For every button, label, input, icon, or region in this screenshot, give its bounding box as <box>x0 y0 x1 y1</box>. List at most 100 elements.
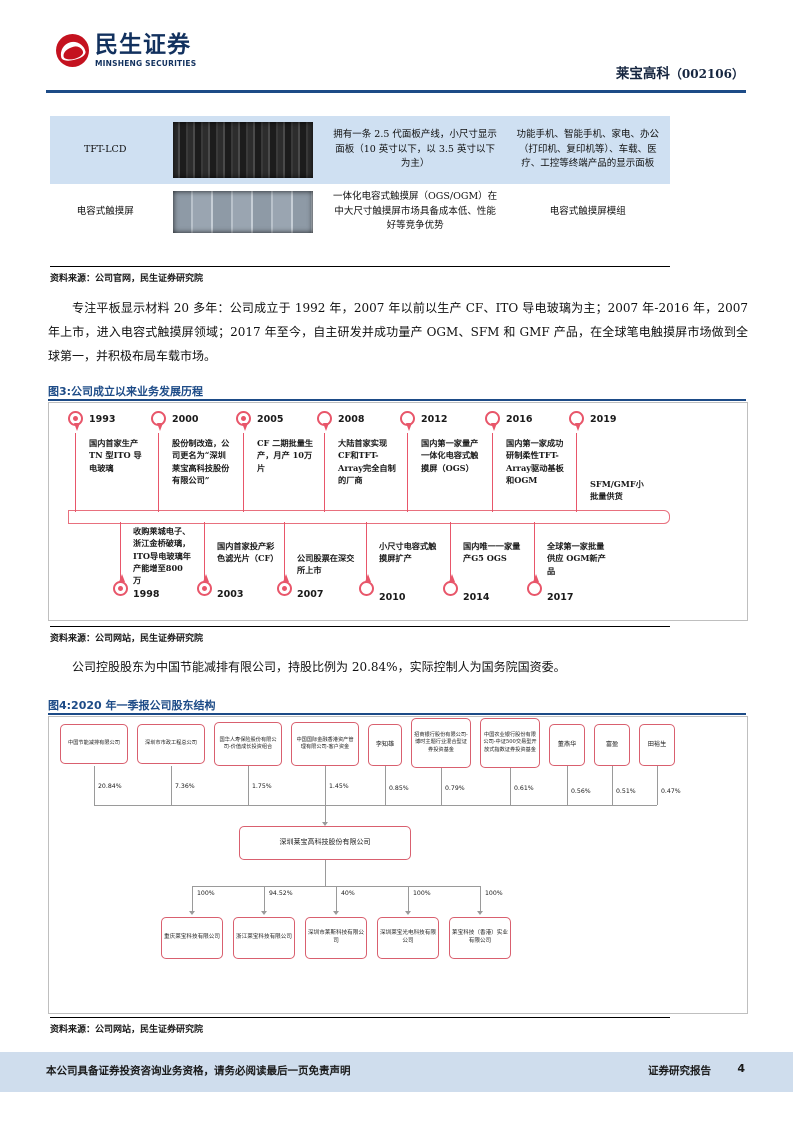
connector-arrow-icon <box>261 911 267 915</box>
connector-line <box>325 766 326 805</box>
timeline-year: 2014 <box>463 592 490 603</box>
footer-page-number: 4 <box>737 1062 745 1075</box>
timeline-pin-icon <box>113 574 130 605</box>
product-table: TFT-LCD 拥有一条 2.5 代面板产线，小尺寸显示面板（10 英寸以下，以… <box>50 116 670 241</box>
timeline-description: 国内第一家量产一体化电容式触摸屏（OGS） <box>421 438 479 473</box>
figure4-source-note: 资料来源：公司网站，民生证券研究院 <box>50 1017 671 1035</box>
timeline-stem <box>407 433 409 512</box>
product-image-cell <box>160 116 325 184</box>
figure3-caption-rule <box>48 399 746 401</box>
header-stock-code: （002106） <box>669 67 744 81</box>
connector-arrow-icon <box>322 822 328 826</box>
timeline-pin-icon <box>151 411 168 435</box>
subsidiary-box: 深圳市莱斯科技有限公司 <box>305 917 367 959</box>
timeline-description: 国内唯一一家量产G5 OGS <box>463 541 521 564</box>
shareholder-box: 富盈 <box>594 724 630 766</box>
timeline-stem <box>366 522 368 584</box>
subsidiary-box: 重庆莱宝科技有限公司 <box>161 917 223 959</box>
connector-line <box>441 768 442 805</box>
center-company-box: 深圳莱宝高科技股份有限公司 <box>239 826 411 860</box>
shareholder-box: 国华人寿保险股份有限公司-价值成长投资组合 <box>214 722 282 766</box>
brand-logo-text: 民生证券 MINSHENG SECURITIES <box>95 34 196 68</box>
timeline-description: 国内第一家成功研制柔性TFT-Array驱动基板和OGM <box>506 438 564 485</box>
subsidiary-box: 浙江莱宝科技有限公司 <box>233 917 295 959</box>
ownership-percent: 1.75% <box>252 783 272 790</box>
connector-line <box>567 766 568 805</box>
product-description-cell: 一体化电容式触摸屏（OGS/OGM）在中大尺寸触摸屏市场具备成本低、性能好等竞争… <box>324 184 506 241</box>
ownership-percent: 0.79% <box>445 785 465 792</box>
brand-logo: 民生证券 MINSHENG SECURITIES <box>56 34 196 68</box>
timeline-pin-icon <box>527 574 544 605</box>
timeline-year: 2010 <box>379 592 406 603</box>
product-name-cell: TFT-LCD <box>50 116 161 184</box>
tft-lcd-panel-photo <box>172 122 313 178</box>
timeline-year: 1993 <box>89 414 116 425</box>
header-company-name: 莱宝高科 <box>615 66 670 82</box>
timeline-stem <box>120 522 122 584</box>
connector-line <box>171 766 172 805</box>
timeline-stem <box>450 522 452 584</box>
capacitive-touch-panel-photo <box>172 191 313 234</box>
table-source-note: 资料来源：公司官网，民生证券研究院 <box>50 266 671 284</box>
subsidiary-percent: 100% <box>413 890 431 897</box>
subsidiary-percent: 94.52% <box>269 890 293 897</box>
header-company-title: 莱宝高科（002106） <box>616 62 744 82</box>
timeline-year: 2008 <box>338 414 365 425</box>
figure4-caption-rule <box>48 713 746 715</box>
ownership-percent: 0.51% <box>616 788 636 795</box>
timeline-description: 国内首家生产 TN 型ITO 导电玻璃 <box>89 438 142 473</box>
subsidiary-box: 莱宝科技（香港）实业有限公司 <box>449 917 511 959</box>
connector-line <box>408 886 409 912</box>
timeline-year: 1998 <box>133 589 160 600</box>
timeline-description: 收购莱城电子、浙江金桥破璃，ITO导电玻璃年产能增至800万 <box>133 526 191 586</box>
figure4-caption: 图4:2020 年一季报公司股东结构 <box>48 699 216 712</box>
connector-arrow-icon <box>477 911 483 915</box>
timeline-stem <box>324 433 326 512</box>
connector-arrow-icon <box>405 911 411 915</box>
timeline-stem <box>284 522 286 584</box>
ownership-percent: 20.84% <box>98 783 122 790</box>
connector-line <box>336 886 337 912</box>
minsheng-logo-icon <box>56 34 89 68</box>
timeline-year: 2007 <box>297 589 324 600</box>
connector-line <box>325 860 326 886</box>
timeline-pin-icon <box>317 411 334 435</box>
timeline-stem <box>204 522 206 584</box>
shareholder-box: 田裕生 <box>639 724 675 766</box>
timeline-year: 2017 <box>547 592 574 603</box>
product-description-cell: 拥有一条 2.5 代面板产线，小尺寸显示面板（10 英寸以下，以 3.5 英寸以… <box>324 116 506 184</box>
shareholder-box: 招商银行股份有限公司-博时主题行业混合型证券投资基金 <box>411 718 471 768</box>
product-name-cell: 电容式触摸屏 <box>50 184 161 241</box>
connector-arrow-icon <box>189 911 195 915</box>
connector-line <box>325 805 326 823</box>
connector-line <box>248 766 249 805</box>
ownership-percent: 7.36% <box>175 783 195 790</box>
timeline-stem <box>158 433 160 512</box>
subsidiary-percent: 100% <box>197 890 215 897</box>
timeline-description: CF 二期批量生产，月产 10万片 <box>257 438 314 473</box>
page-header: 民生证券 MINSHENG SECURITIES 莱宝高科（002106） <box>46 28 746 90</box>
timeline-pin-icon <box>400 411 417 435</box>
timeline-stem <box>243 433 245 512</box>
timeline-pin-icon <box>197 574 214 605</box>
timeline-description: 公司股票在深交所上市 <box>297 553 355 576</box>
timeline-year: 2016 <box>506 414 533 425</box>
product-application-cell: 电容式触摸屏模组 <box>505 184 670 241</box>
subsidiary-percent: 40% <box>341 890 355 897</box>
subsidiary-percent: 100% <box>485 890 503 897</box>
shareholder-box: 李知雄 <box>368 724 402 766</box>
brand-name-cn: 民生证券 <box>95 32 191 58</box>
connector-line <box>480 886 481 912</box>
shareholder-box: 中国节能减排有限公司 <box>60 724 128 764</box>
timeline-pin-icon <box>236 411 253 435</box>
brand-name-en: MINSHENG SECURITIES <box>95 59 197 68</box>
timeline-description: 小尺寸电容式触摸屏扩产 <box>379 541 437 564</box>
figure3-source-note: 资料来源：公司网站，民生证券研究院 <box>50 626 671 644</box>
timeline-pin-icon <box>443 574 460 605</box>
ownership-percent: 0.61% <box>514 785 534 792</box>
table-row: 电容式触摸屏 一体化电容式触摸屏（OGS/OGM）在中大尺寸触摸屏市场具备成本低… <box>50 184 670 241</box>
ownership-percent: 0.47% <box>661 788 681 795</box>
connector-line <box>192 886 193 912</box>
